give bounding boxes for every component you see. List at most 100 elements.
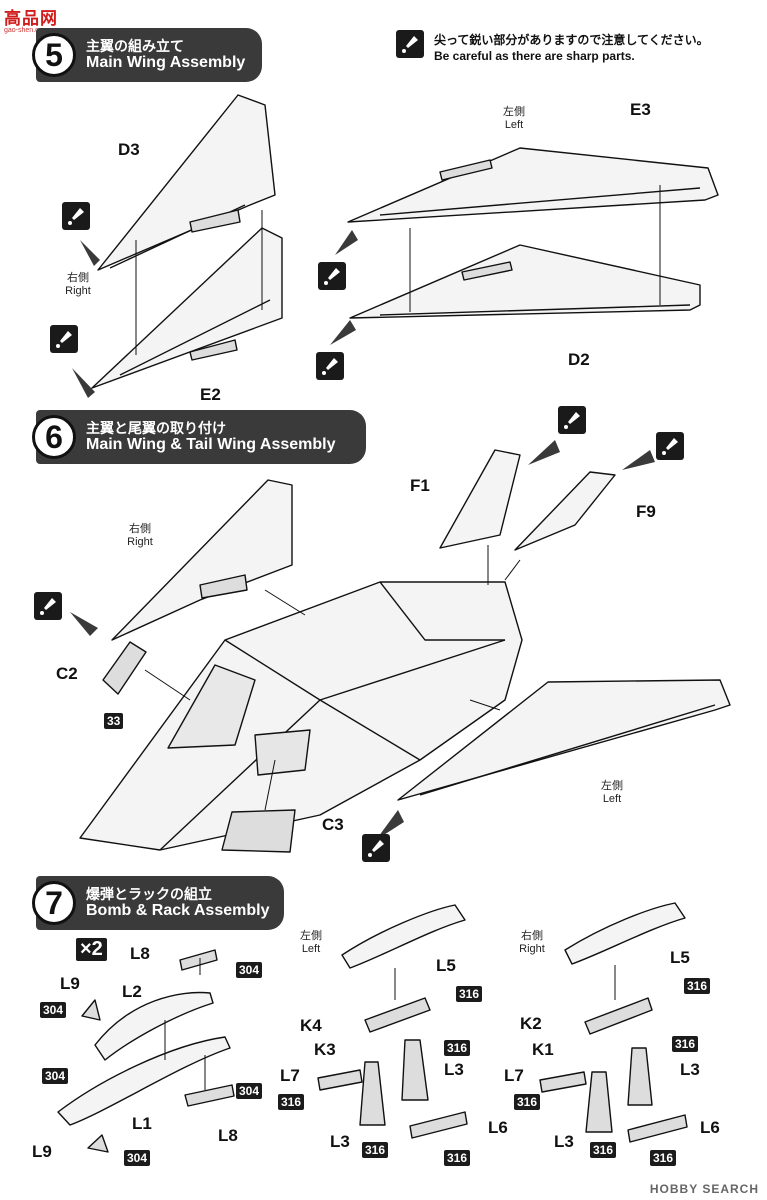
label-c2: C2: [56, 664, 78, 683]
wing-part-d2: [349, 244, 701, 319]
caution-icon: [318, 262, 346, 290]
caution-icon: [656, 432, 684, 460]
label-l3-left-b: L3: [330, 1132, 350, 1151]
tail-wing-f9: [514, 471, 616, 551]
step-5-title-en: Main Wing Assembly: [86, 53, 246, 71]
paint-316: 316: [650, 1150, 677, 1166]
caution-icon: [558, 406, 586, 434]
step5-left-side-label: 左側 Left: [494, 106, 534, 131]
step-6-number: 6: [32, 415, 76, 459]
paint-304: 304: [40, 1002, 67, 1018]
paint-304: 304: [236, 962, 263, 978]
left-side-jp: 左側: [601, 780, 623, 792]
step-5-number: 5: [32, 33, 76, 77]
left-side-en: Left: [602, 792, 622, 805]
fuselage: [79, 581, 523, 851]
paint-316: 316: [514, 1094, 541, 1110]
quantity-multiplier: ×2: [76, 938, 107, 961]
part-c2-mesh: [102, 641, 147, 695]
caution-icon: [50, 325, 78, 353]
watermark-text: 高品网: [4, 9, 58, 28]
right-side-en: Right: [65, 284, 91, 297]
label-l8-bottom: L8: [218, 1126, 238, 1145]
label-l1: L1: [132, 1114, 152, 1133]
step-6-title-en: Main Wing & Tail Wing Assembly: [86, 435, 336, 453]
right-main-wing: [111, 479, 293, 641]
label-l2: L2: [122, 982, 142, 1001]
step-6-title-jp: 主翼と尾翼の取り付け: [86, 419, 226, 436]
left-main-wing: [397, 679, 731, 801]
caution-icon: [362, 834, 390, 862]
footer-brand: HOBBY SEARCH: [649, 1182, 759, 1196]
label-e2: E2: [200, 385, 221, 404]
left-side-en: Left: [301, 942, 321, 955]
watermark-subtext: gao-shen.com: [4, 27, 49, 34]
label-l5-right: L5: [670, 948, 690, 967]
part-c3-mesh: [221, 809, 296, 853]
paint-316: 316: [444, 1150, 471, 1166]
bomb-l2: [94, 991, 214, 1061]
paint-316: 316: [456, 986, 483, 1002]
paint-316: 316: [590, 1142, 617, 1158]
step5-right-side-label: 右側 Right: [58, 272, 98, 297]
step7-right-side-label: 右側 Right: [512, 930, 552, 955]
label-k1: K1: [532, 1040, 554, 1059]
paint-316: 316: [684, 978, 711, 994]
step-7-title-jp: 爆弾とラックの組立: [86, 885, 212, 902]
label-f9: F9: [636, 502, 656, 521]
bomb-right-side: [564, 902, 686, 965]
label-k2: K2: [520, 1014, 542, 1033]
label-l9-top: L9: [60, 974, 80, 993]
left-side-jp: 左側: [300, 930, 322, 942]
step-5-header: 5 主翼の組み立て Main Wing Assembly: [32, 28, 262, 82]
label-l3-right-b: L3: [554, 1132, 574, 1151]
right-side-en: Right: [127, 535, 153, 548]
label-l9-bottom: L9: [32, 1142, 52, 1161]
step6-left-side-label: 左側 Left: [592, 780, 632, 805]
left-side-en: Left: [504, 118, 524, 131]
label-l8-top: L8: [130, 944, 150, 963]
right-side-jp: 右側: [67, 272, 89, 284]
warning-text-jp: 尖って鋭い部分がありますので注意してください。: [434, 33, 709, 47]
decal-number-33: 33: [104, 713, 124, 729]
caution-icon: [396, 30, 424, 58]
step-6-header: 6 主翼と尾翼の取り付け Main Wing & Tail Wing Assem…: [32, 410, 366, 464]
label-c3: C3: [322, 815, 344, 834]
label-l3-right-a: L3: [680, 1060, 700, 1079]
paint-304: 304: [124, 1150, 151, 1166]
wing-part-d3: [97, 94, 276, 271]
paint-316: 316: [444, 1040, 471, 1056]
cockpit: [167, 664, 256, 749]
step-7-header: 7 爆弾とラックの組立 Bomb & Rack Assembly: [32, 876, 284, 930]
right-side-en: Right: [519, 942, 545, 955]
label-e3: E3: [630, 100, 651, 119]
paint-304: 304: [236, 1083, 263, 1099]
label-d2: D2: [568, 350, 590, 369]
caution-icon: [62, 202, 90, 230]
step-5-title-jp: 主翼の組み立て: [86, 37, 184, 54]
step6-right-side-label: 右側 Right: [118, 523, 162, 548]
step7-left-side-label: 左側 Left: [296, 930, 326, 955]
watermark-logo: 高品网 gao-shen.com: [4, 4, 76, 38]
paint-316: 316: [362, 1142, 389, 1158]
label-k3: K3: [314, 1040, 336, 1059]
paint-304: 304: [42, 1068, 69, 1084]
bomb-l1: [57, 1036, 231, 1126]
step-7-title-en: Bomb & Rack Assembly: [86, 901, 270, 919]
label-k4: K4: [300, 1016, 322, 1035]
label-l7-right: L7: [504, 1066, 524, 1085]
warning-text: 尖って鋭い部分がありますので注意してください。 Be careful as th…: [434, 32, 764, 64]
wing-part-e2: [91, 227, 283, 389]
wing-part-e3: [347, 147, 719, 223]
caution-icon: [34, 592, 62, 620]
label-l7-left: L7: [280, 1066, 300, 1085]
step-7-number: 7: [32, 881, 76, 925]
left-side-jp: 左側: [503, 106, 525, 118]
label-d3: D3: [118, 140, 140, 159]
right-side-jp: 右側: [129, 523, 151, 535]
label-l3-left-a: L3: [444, 1060, 464, 1079]
warning-text-en: Be careful as there are sharp parts.: [434, 49, 635, 64]
right-side-jp: 右側: [521, 930, 543, 942]
